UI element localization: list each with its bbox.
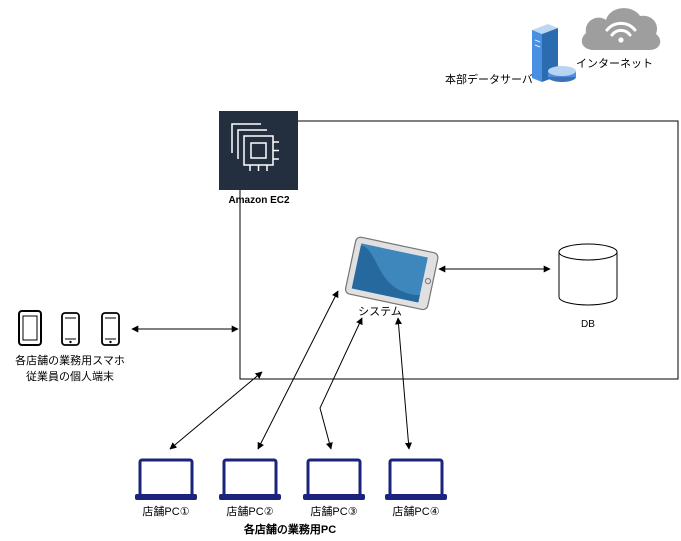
ec2-chip-icon bbox=[219, 111, 298, 190]
connector-pc1-ec2 bbox=[169, 371, 263, 450]
tablet-icon bbox=[344, 236, 439, 311]
mobile-label-line2: 従業員の個人端末 bbox=[26, 371, 114, 383]
laptop-icon bbox=[135, 458, 197, 500]
pc-group-label: 各店舗の業務用PC bbox=[243, 524, 337, 536]
pc2-label: 店舗PC② bbox=[226, 506, 274, 518]
hq-server-label: 本部データサーバ bbox=[445, 74, 533, 86]
cloud-wifi-icon bbox=[581, 8, 661, 50]
ec2-container bbox=[239, 120, 679, 380]
db-label: DB bbox=[581, 319, 595, 330]
ec2-label: Amazon EC2 bbox=[228, 195, 290, 206]
internet-label: インターネット bbox=[576, 58, 653, 70]
smartphone-icon bbox=[18, 310, 42, 346]
connector-pc3-system bbox=[319, 317, 363, 450]
laptop-icon bbox=[303, 458, 365, 500]
connector-pc4-system bbox=[395, 317, 412, 450]
database-cylinder-icon bbox=[558, 243, 618, 306]
laptop-icon bbox=[385, 458, 447, 500]
server-icon bbox=[532, 24, 576, 82]
smartphone-icon bbox=[101, 312, 120, 346]
system-label: システム bbox=[358, 306, 402, 318]
pc3-label: 店舗PC③ bbox=[310, 506, 358, 518]
connector-pc2-system bbox=[257, 290, 339, 450]
mobile-label-line1: 各店舗の業務用スマホ bbox=[15, 355, 125, 367]
smartphone-icon bbox=[61, 312, 80, 346]
pc4-label: 店舗PC④ bbox=[392, 506, 440, 518]
laptop-icon bbox=[219, 458, 281, 500]
pc1-label: 店舗PC① bbox=[142, 506, 190, 518]
